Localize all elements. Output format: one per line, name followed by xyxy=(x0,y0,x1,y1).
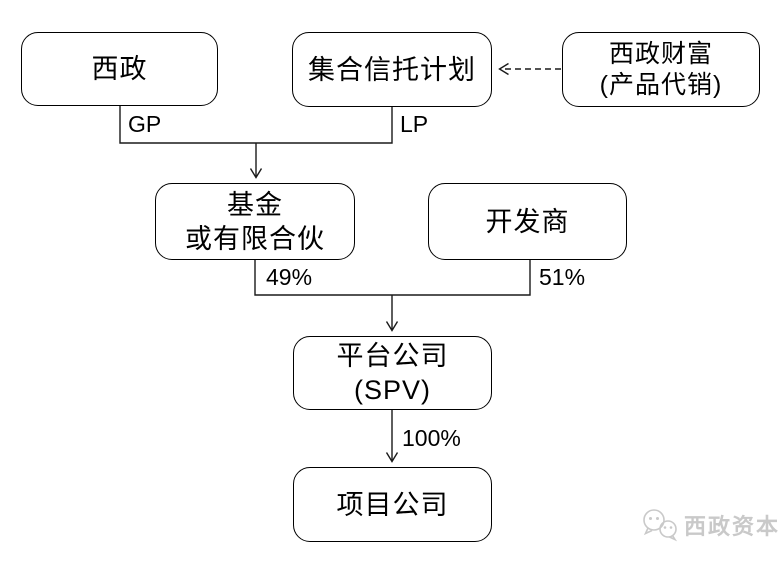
edge-label-gp: GP xyxy=(128,111,162,137)
node-fund-label-line2: 或有限合伙 xyxy=(185,223,325,254)
node-xizheng-wealth-label-line1: 西政财富 xyxy=(608,39,713,68)
node-fund-label-line1: 基金 xyxy=(227,189,283,220)
node-developer: 开发商 xyxy=(428,183,627,260)
node-spv-label-line1: 平台公司 xyxy=(336,341,449,371)
edge-label-lp: LP xyxy=(400,111,429,137)
node-xizheng: 西政 xyxy=(21,32,218,106)
node-xizheng-wealth-label-line2: (产品代销) xyxy=(599,70,723,99)
node-spv-label-line2: (SPV) xyxy=(353,375,431,405)
edge-label-developer-share: 51% xyxy=(539,264,586,290)
node-project-company: 项目公司 xyxy=(293,467,492,542)
node-fund: 基金 或有限合伙 xyxy=(155,183,355,260)
node-trust-plan-label: 集合信托计划 xyxy=(308,54,476,85)
wechat-icon xyxy=(643,509,678,542)
node-project-company-label: 项目公司 xyxy=(336,489,449,520)
edge-label-fund-share: 49% xyxy=(266,264,313,290)
node-spv: 平台公司 (SPV) xyxy=(293,336,492,410)
node-xizheng-wealth: 西政财富 (产品代销) xyxy=(562,32,760,107)
node-xizheng-label: 西政 xyxy=(91,54,148,84)
brand-watermark-text: 西政资本 xyxy=(684,514,781,539)
edge-label-spv-share: 100% xyxy=(402,425,461,451)
node-trust-plan: 集合信托计划 xyxy=(292,32,492,107)
node-developer-label: 开发商 xyxy=(485,206,570,237)
brand-watermark: 西政资本 xyxy=(641,508,780,542)
